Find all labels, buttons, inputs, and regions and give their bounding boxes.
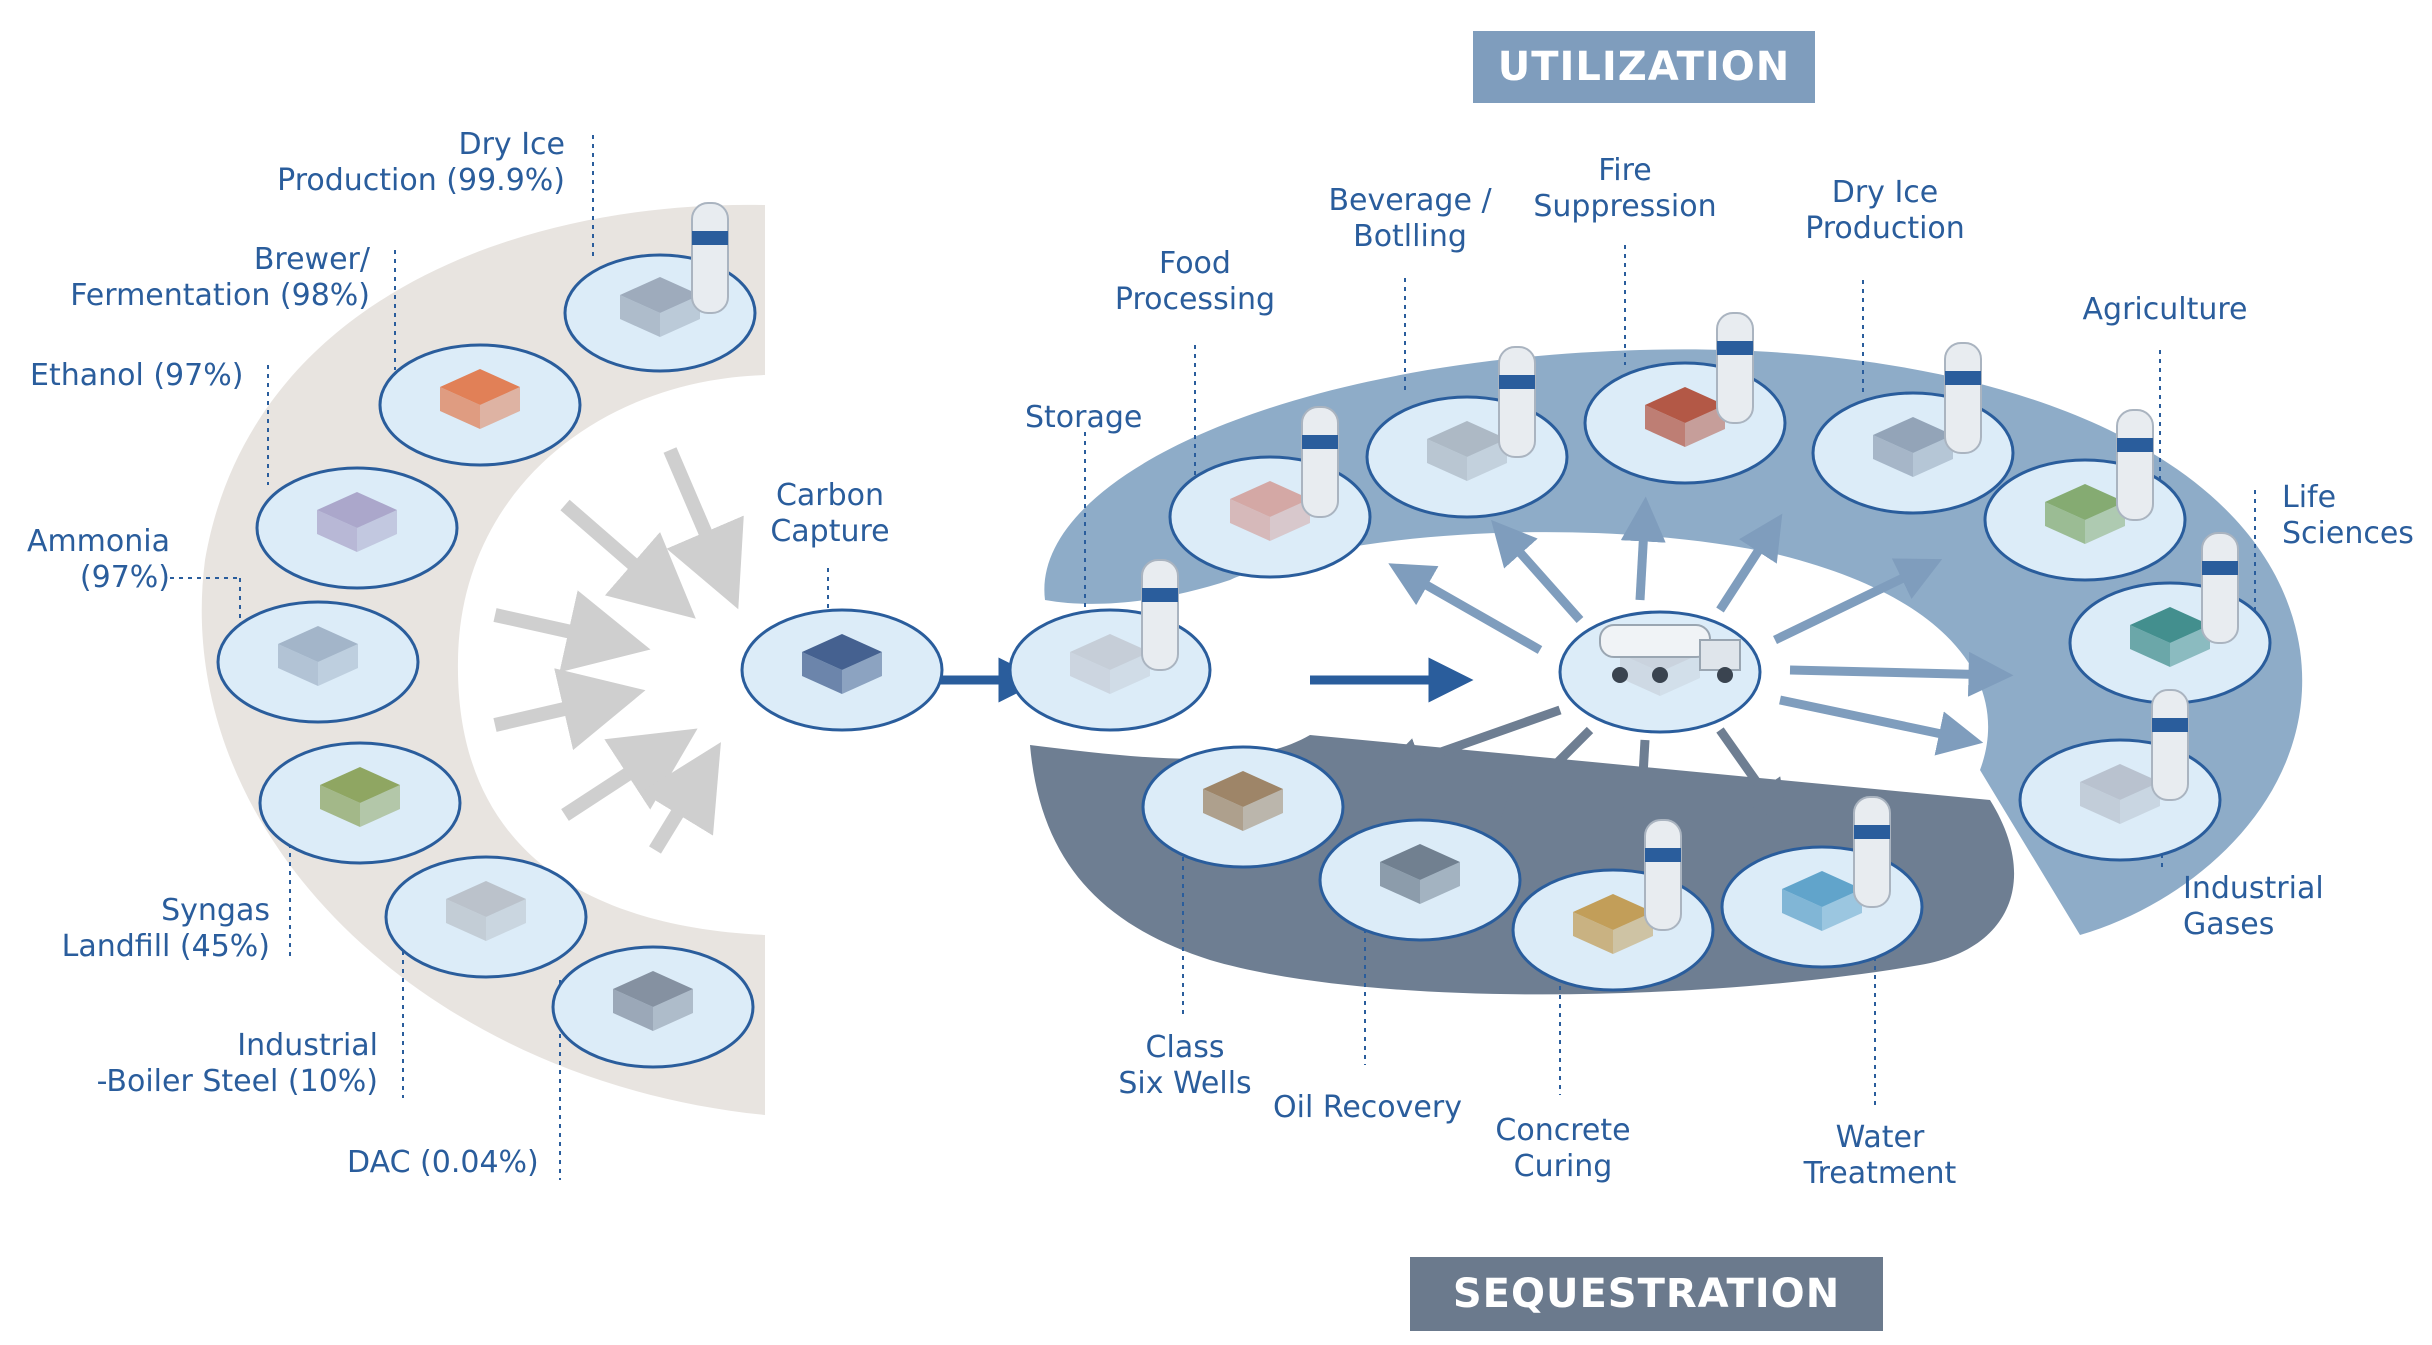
utilization-arrow [1716, 513, 1783, 613]
util-label-life-sciences: Life Sciences [2282, 480, 2414, 551]
disk-life-sciences [2068, 532, 2272, 705]
seq-label-oil: Oil Recovery [1273, 1090, 1462, 1125]
utilization-arrow [1388, 563, 1543, 654]
seq-label-concrete: Concrete Curing [1495, 1113, 1631, 1184]
disk-brewer [378, 343, 582, 467]
gray-inflow-arrow [560, 499, 696, 619]
source-label-dac: DAC (0.04%) [347, 1145, 539, 1180]
disk-agriculture [1983, 409, 2187, 582]
disk-syngas [258, 741, 462, 865]
disk-dry-ice-util [1811, 342, 2015, 515]
util-label-agriculture: Agriculture [2082, 292, 2248, 327]
gray-inflow-arrow [493, 668, 646, 751]
flow-arrows [493, 447, 2014, 854]
disk-boiler [384, 855, 588, 979]
util-label-dry-ice: Dry Ice Production [1805, 175, 1965, 246]
sequestration-arrow [1619, 739, 1665, 844]
disk-water [1720, 796, 1924, 969]
disk-food [1168, 406, 1372, 579]
disk-beverage [1365, 346, 1569, 519]
gray-inflow-arrow [561, 728, 698, 821]
source-label-boiler: Industrial -Boiler Steel (10%) [96, 1028, 378, 1099]
sequestration-arrow [1716, 727, 1788, 827]
utilization-arrow [1491, 519, 1584, 623]
disk-industrial-gases [2018, 689, 2222, 862]
utilization-arrow [1620, 496, 1666, 601]
source-label-ethanol: Ethanol (97%) [30, 358, 244, 393]
util-label-industrial-gases: Industrial Gases [2183, 871, 2324, 942]
source-label-syngas: Syngas Landfill (45%) [61, 893, 270, 964]
gray-inflow-arrow [493, 590, 651, 673]
disk-ethanol [255, 466, 459, 590]
disk-ammonia [216, 600, 420, 724]
util-label-beverage: Beverage / Botlling [1328, 183, 1492, 254]
sequestration-arrow [1377, 705, 1562, 781]
facility-disks [216, 202, 2272, 1069]
carbon-capture-label: Carbon Capture [770, 478, 890, 549]
gray-inflow-arrow [641, 742, 721, 854]
source-label-brewer: Brewer/ Fermentation (98%) [70, 242, 370, 313]
disk-carbon-capture [740, 608, 944, 732]
sequestration-banner: SEQUESTRATION [1410, 1257, 1883, 1331]
seq-label-water: Water Treatment [1803, 1120, 1957, 1191]
disk-dry-ice-source [563, 202, 757, 373]
seq-label-class-six: Class Six Wells [1118, 1030, 1252, 1101]
source-band [201, 204, 765, 1116]
tanker-truck-icon [1599, 624, 1741, 683]
util-label-food: Food Processing [1114, 246, 1276, 317]
disk-fire [1583, 312, 1787, 485]
util-label-fire: Fire Suppression [1533, 153, 1717, 224]
source-label-dry-ice: Dry Ice Production (99.9%) [277, 127, 565, 198]
utilization-arrow [1773, 558, 1943, 645]
utilization-arrow [1789, 651, 2014, 697]
disk-oil [1318, 818, 1522, 942]
disk-class-six [1141, 745, 1345, 869]
utilization-arrow [1779, 695, 1984, 756]
gray-inflow-arrow [663, 447, 744, 610]
source-label-ammonia: Ammonia (97%) [26, 524, 170, 595]
sequestration-arrow [1500, 726, 1594, 820]
disk-storage [1008, 559, 1212, 732]
storage-label: Storage [1025, 400, 1143, 435]
utilization-banner: UTILIZATION [1473, 31, 1815, 103]
disk-concrete [1511, 819, 1715, 992]
disk-dac [551, 945, 755, 1069]
